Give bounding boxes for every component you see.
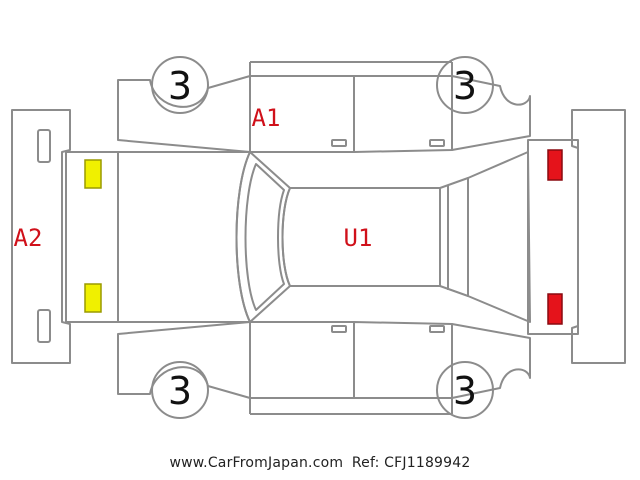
wheel-rear-left-grade: 3 bbox=[453, 64, 477, 108]
taillight-bottom bbox=[547, 293, 563, 325]
damage-code-bumper: A2 bbox=[14, 224, 43, 252]
door-handle-rear-top bbox=[429, 139, 445, 147]
footer-ref: Ref: CFJ1189942 bbox=[351, 455, 471, 471]
wheel-front-left bbox=[151, 56, 209, 114]
tailgate bbox=[467, 151, 531, 323]
wheel-rear-right-grade: 3 bbox=[453, 369, 477, 413]
rear-glass bbox=[439, 177, 469, 297]
door-handle-front-bottom bbox=[331, 325, 347, 333]
side-bottom-door-front bbox=[249, 321, 355, 399]
headlight-top bbox=[84, 159, 102, 189]
damage-code-roof: U1 bbox=[344, 224, 373, 252]
front-bumper-slot-bottom bbox=[37, 309, 51, 343]
wheel-front-right-grade: 3 bbox=[168, 369, 192, 413]
door-handle-front-top bbox=[331, 139, 347, 147]
windshield-inner bbox=[244, 163, 285, 311]
wheel-front-left-grade: 3 bbox=[168, 64, 192, 108]
rear-fender-bottom bbox=[451, 323, 531, 399]
wheel-front-right bbox=[151, 361, 209, 419]
taillight-top bbox=[547, 149, 563, 181]
front-bumper bbox=[11, 109, 71, 364]
wheel-rear-left bbox=[436, 56, 494, 114]
footer-site: www.CarFromJapan.com bbox=[169, 455, 344, 471]
rear-fender-top bbox=[451, 75, 531, 151]
rear-bumper bbox=[571, 109, 626, 364]
tail-panel bbox=[527, 139, 579, 335]
headlight-bottom bbox=[84, 283, 102, 313]
damage-code-fender: A1 bbox=[252, 104, 281, 132]
door-handle-rear-bottom bbox=[429, 325, 445, 333]
footer-reference: www.CarFromJapan.com Ref: CFJ1189942 bbox=[0, 455, 640, 471]
roof bbox=[281, 187, 441, 287]
wheel-rear-right bbox=[436, 361, 494, 419]
front-bumper-slot-top bbox=[37, 129, 51, 163]
